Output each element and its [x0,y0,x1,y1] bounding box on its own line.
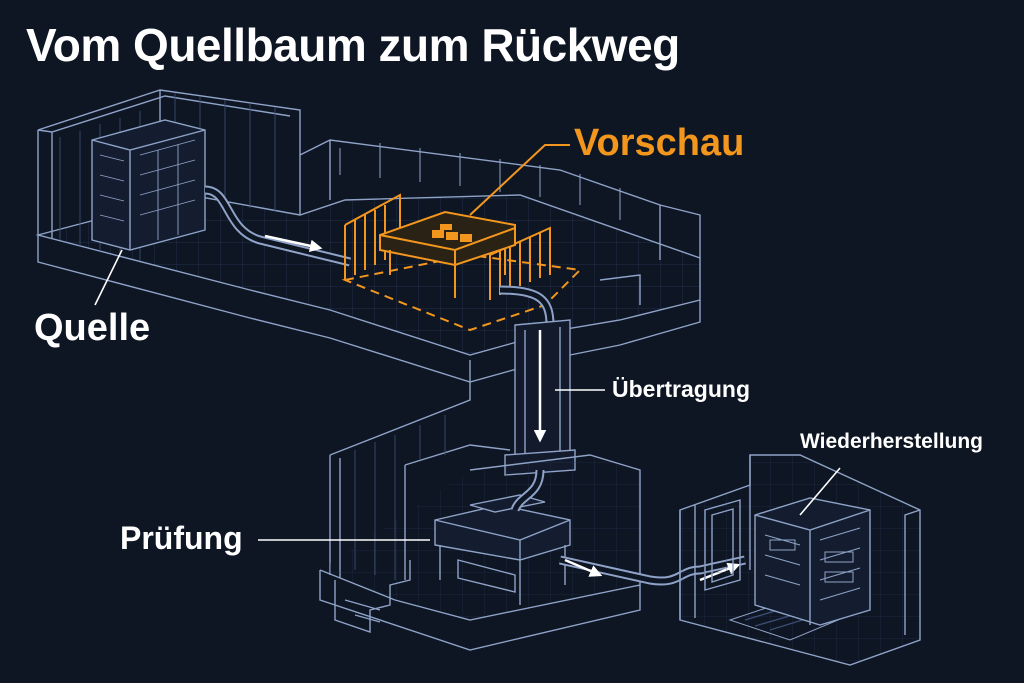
label-quelle: Quelle [34,307,151,349]
label-leaders [94,249,841,541]
label-vorschau: Vorschau [574,122,745,164]
restore-cabinet-icon [754,497,871,626]
vorschau-leader [469,144,570,216]
inspection-bench-icon [434,494,571,605]
preview-table-icon [341,193,583,332]
server-rack-icon [91,119,206,251]
pipe-shaft-to-bench [510,469,545,512]
label-uebertragung: Übertragung [612,376,750,402]
label-wiederherstellung: Wiederherstellung [800,430,984,453]
pipe-source-to-preview [204,185,352,267]
page-title: Vom Quellbaum zum Rückweg [26,19,680,71]
label-pruefung: Prüfung [120,520,243,556]
